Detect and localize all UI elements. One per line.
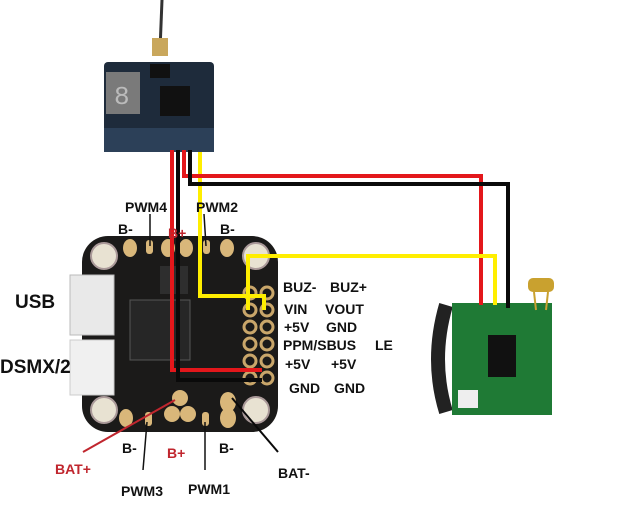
wire-red-module-power	[182, 150, 483, 305]
pwm4-label: PWM4	[125, 199, 167, 215]
wire-yellow-module-signal	[246, 254, 497, 310]
pin-label-buz-plus: BUZ+	[330, 279, 367, 295]
pin-label-ppm-sbus: PPM/SBUS	[283, 337, 357, 353]
top-b-minus-right-label: B-	[220, 221, 235, 237]
led-component	[528, 278, 554, 292]
pwm1-label: PWM1	[188, 481, 230, 497]
pin-label-5v-left: +5V	[285, 356, 311, 372]
wire-black-module-ground	[188, 150, 510, 308]
bat-minus-leader	[231, 397, 279, 453]
wire-red-fc-power	[170, 150, 262, 372]
receiver-chip	[160, 86, 190, 116]
module-chip	[488, 335, 516, 377]
bottom-b-minus-right-label: B-	[219, 440, 234, 456]
bat-plus-leader	[82, 399, 176, 453]
wire-yellow-fc-signal	[198, 152, 266, 310]
mount-hole	[90, 242, 118, 270]
bat-plus-label: BAT+	[55, 461, 91, 477]
top-b-plus-label: B+	[168, 225, 187, 241]
bottom-b-minus-left-label: B-	[122, 440, 137, 456]
wires	[82, 150, 510, 471]
pin-label-5v: +5V	[284, 319, 310, 335]
top-b-minus-left-label: B-	[118, 221, 133, 237]
bottom-b-plus-label: B+	[167, 445, 186, 461]
dsmx-connector	[69, 339, 115, 396]
pin-label-5v-right: +5V	[331, 356, 357, 372]
pin-label-gnd: GND	[326, 319, 358, 335]
display-digit: 8	[114, 82, 130, 112]
usb-label: USB	[15, 292, 56, 313]
pwm2-label: PWM2	[196, 199, 238, 215]
mount-hole	[90, 396, 118, 424]
buzzer-module	[431, 278, 554, 415]
wire-black-fc-ground	[176, 150, 262, 382]
mount-hole	[242, 396, 270, 424]
receiver-board: 8	[104, 62, 214, 152]
mcu-chip	[129, 299, 191, 361]
dsmx-label: DSMX/2	[0, 357, 71, 378]
receiver-antenna-connector	[152, 38, 168, 56]
pin-label-gnd-right: GND	[334, 380, 366, 396]
pwm3-label: PWM3	[121, 483, 163, 499]
seven-segment-display	[106, 72, 140, 114]
bat-minus-label: BAT-	[278, 465, 310, 481]
pin-label-buz-minus: BUZ-	[283, 279, 317, 295]
usb-connector	[69, 274, 115, 336]
pin-label-led: LE	[375, 337, 393, 353]
pin-label-vin: VIN	[284, 301, 308, 317]
pin-label-vout: VOUT	[325, 301, 364, 317]
pin-label-gnd-left: GND	[289, 380, 321, 396]
